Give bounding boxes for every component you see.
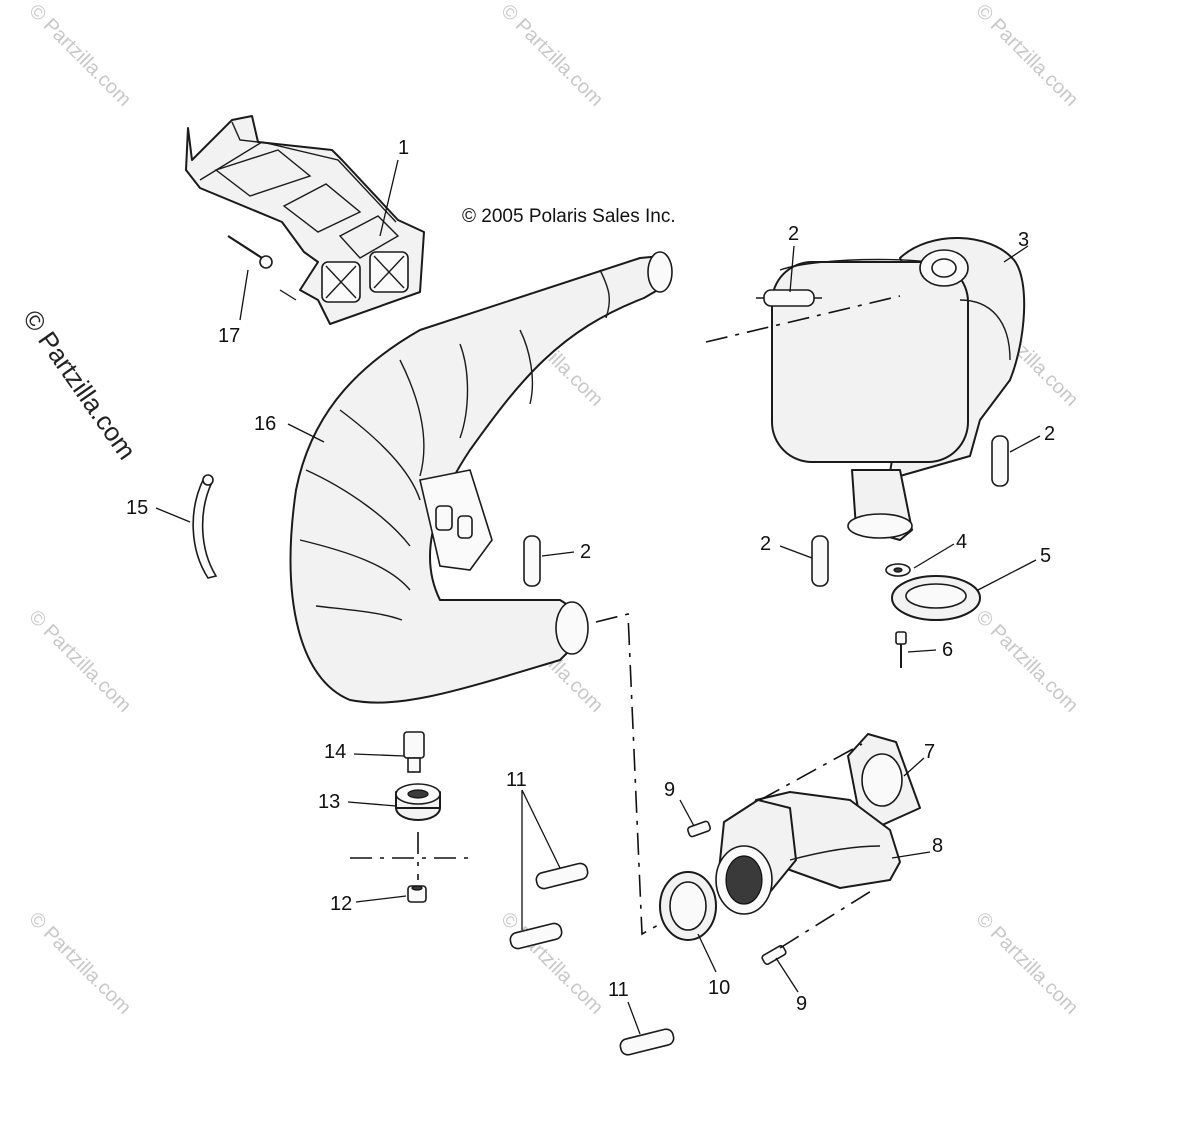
callout-13: 13 [318, 791, 340, 813]
part-1-bracket [185, 115, 425, 325]
part-17-pin [227, 235, 297, 301]
part-13-bushing [395, 783, 441, 821]
callout-5: 5 [1040, 545, 1051, 567]
callout-7: 7 [924, 741, 935, 763]
part-9-bolt-lower [761, 944, 787, 966]
watermark: © Partzilla.com [496, 0, 607, 111]
watermark: © Partzilla.com [24, 0, 135, 111]
callout-14: 14 [324, 741, 346, 763]
callout-15: 15 [126, 497, 148, 519]
part-12-nut [407, 885, 427, 903]
callout-2-lower-right: 2 [760, 533, 771, 555]
part-4-washer [885, 563, 911, 577]
part-8-manifold [715, 791, 901, 915]
side-watermark: © Partzilla.com [17, 304, 142, 465]
part-16-expansion-chamber [289, 251, 673, 704]
callout-2-center: 2 [580, 541, 591, 563]
callout-9-upper: 9 [664, 779, 675, 801]
part-9-bolt-upper [686, 820, 712, 838]
callout-11-lower: 11 [608, 979, 629, 1001]
callout-16: 16 [254, 413, 276, 435]
callout-3: 3 [1018, 229, 1029, 251]
spring-2-lower-right [811, 535, 829, 587]
spring-2-right [991, 435, 1009, 487]
callout-12: 12 [330, 893, 352, 915]
part-6-screw [895, 631, 907, 668]
watermark: © Partzilla.com [24, 606, 135, 717]
watermark: © Partzilla.com [971, 606, 1082, 717]
callout-9-lower: 9 [796, 993, 807, 1015]
callout-11-upper: 11 [506, 769, 527, 791]
watermark: © Partzilla.com [971, 908, 1082, 1019]
watermark: © Partzilla.com [24, 908, 135, 1019]
spring-2-center [523, 535, 541, 587]
callout-10: 10 [708, 977, 730, 999]
part-15-strap [192, 474, 218, 579]
spring-2-top [756, 289, 822, 307]
spring-11-a [535, 862, 589, 890]
callouts: 1 17 16 15 2 3 2 2 2 4 5 6 7 8 9 9 10 11… [126, 137, 1055, 1015]
spring-11-b [509, 922, 563, 950]
callout-2-right: 2 [1044, 423, 1055, 445]
leader-lines [155, 159, 1041, 1035]
watermark: © Partzilla.com [971, 0, 1082, 111]
watermarks: © Partzilla.com © Partzilla.com © Partzi… [17, 0, 1082, 1019]
callout-2-top: 2 [788, 223, 799, 245]
spring-11-c [619, 1028, 675, 1056]
callout-17: 17 [218, 325, 240, 347]
part-14-bolt [403, 731, 425, 773]
part-10-gasket-ring [659, 871, 717, 941]
alignment-lines [350, 295, 901, 949]
callout-1: 1 [398, 137, 409, 159]
callout-4: 4 [956, 531, 967, 553]
part-7-gasket [847, 733, 921, 827]
part-5-grommet [891, 575, 981, 621]
part-3-muffler [771, 237, 1026, 541]
callout-8: 8 [932, 835, 943, 857]
callout-6: 6 [942, 639, 953, 661]
copyright-notice: © 2005 Polaris Sales Inc. [462, 206, 676, 227]
